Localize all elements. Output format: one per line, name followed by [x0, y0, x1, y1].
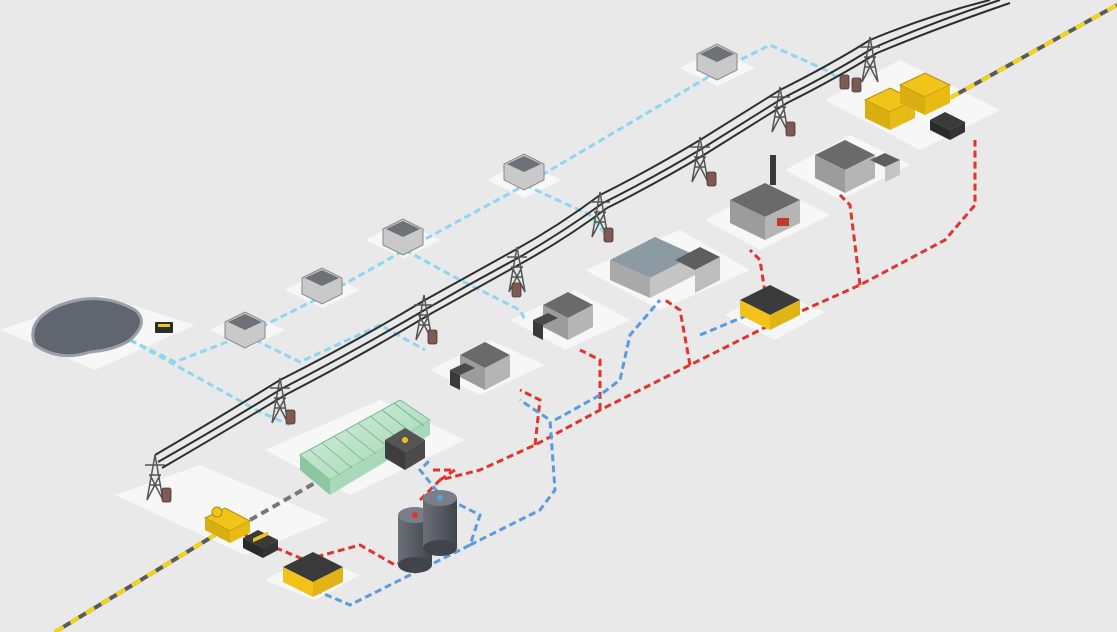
transmission-tower-icon: [507, 246, 527, 293]
generator-icon: [898, 72, 952, 115]
generators: [203, 72, 965, 558]
transmission-tower-icon: [145, 454, 165, 501]
hot-pipelines: [244, 140, 977, 567]
water-pipelines: [129, 43, 841, 427]
generator-icon: [243, 530, 278, 558]
factory-icon: [610, 237, 720, 298]
water-tank-icon: [224, 311, 266, 349]
transmission-tower-icon: [860, 36, 880, 83]
generator-icon: [930, 112, 965, 140]
factory-icon: [730, 155, 800, 240]
water-tank-icon: [382, 218, 424, 256]
water-tanks: [224, 43, 738, 349]
factory-icon: [533, 292, 593, 340]
battery-containers: [283, 285, 800, 597]
water-tank-icon: [503, 153, 545, 191]
power-cables: [154, 0, 1011, 469]
storage-tank-icon: [423, 490, 457, 556]
factory-icon: [450, 342, 510, 390]
transmission-tower-icon: [414, 294, 434, 341]
water-tank-icon: [696, 43, 738, 81]
factories: [450, 140, 900, 390]
storage-tank-icon: [398, 507, 432, 573]
transmission-tower-icon: [770, 86, 790, 133]
transmission-tower-icon: [690, 136, 710, 183]
generator-icon: [203, 506, 252, 543]
transformers: [161, 74, 862, 503]
transmission-towers: [145, 36, 880, 501]
transmission-tower-icon: [590, 191, 610, 238]
gas-pipeline: [53, 3, 1117, 632]
battery-container-icon: [283, 552, 343, 597]
transmission-tower-icon: [270, 377, 290, 424]
storage-tanks: [398, 490, 457, 573]
battery-container-icon: [740, 285, 800, 330]
ground-pads: [0, 60, 1000, 600]
pond-icon: [31, 297, 173, 358]
factory-icon: [815, 140, 900, 193]
water-tank-icon: [301, 267, 343, 305]
greenhouse-icon: [299, 399, 431, 495]
